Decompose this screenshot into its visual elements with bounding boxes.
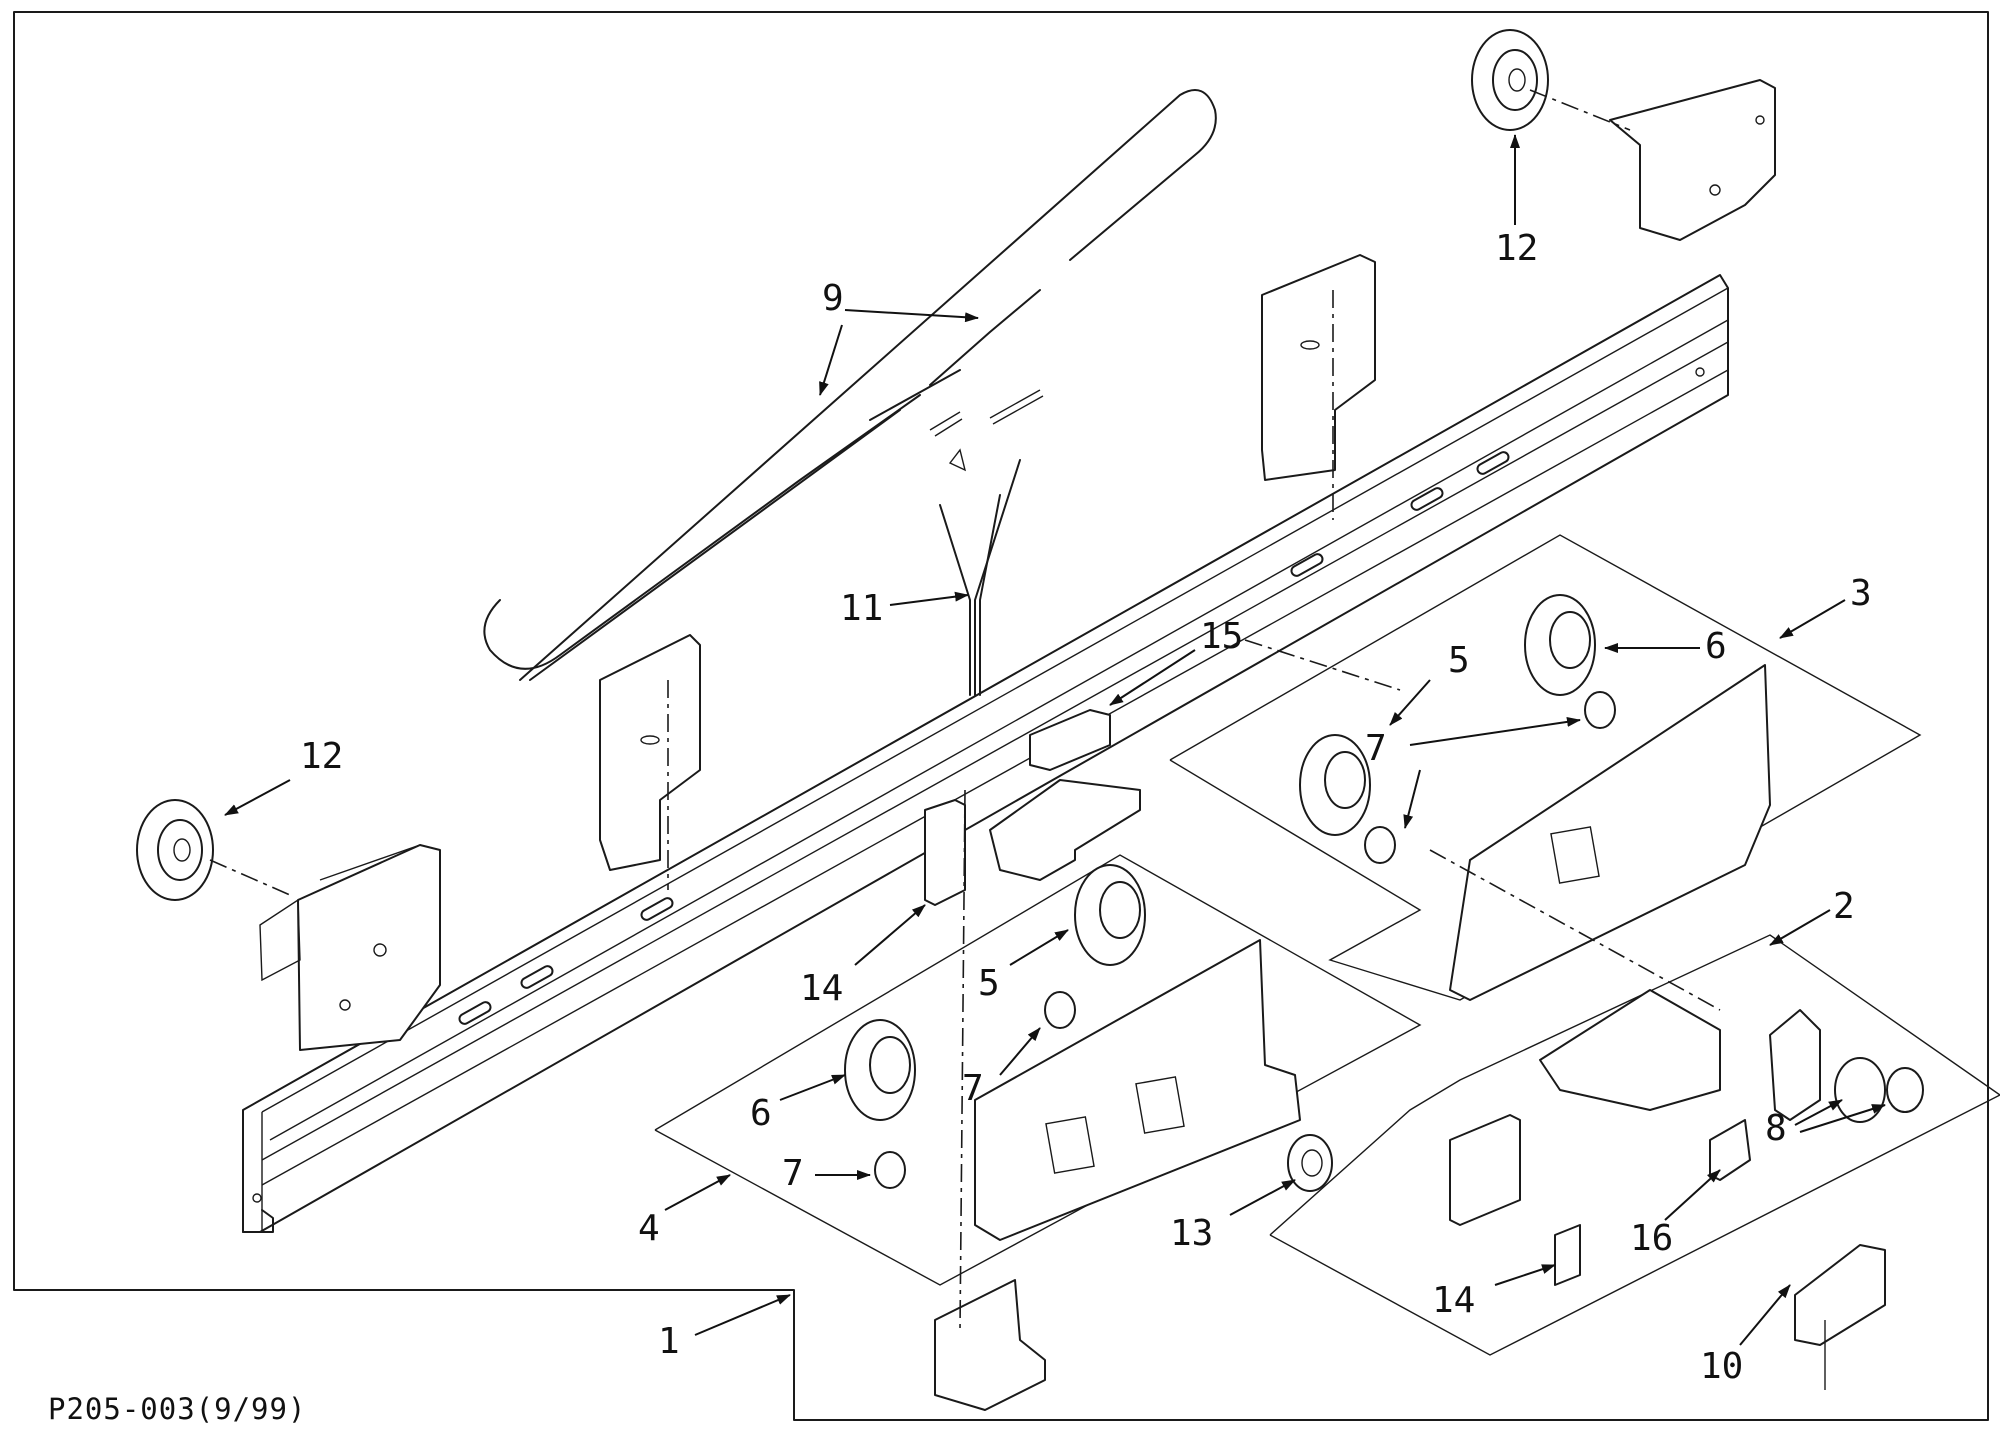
svg-text:12: 12 [1495,228,1538,269]
callout-7b: 7 [962,1027,1041,1109]
left-end-bracket [259,844,441,1051]
callout-6b: 6 [750,1074,846,1134]
hanger-bracket-left [599,634,701,871]
svg-text:12: 12 [300,736,343,777]
drawing-code: P205-003(9/99) [48,1392,307,1426]
svg-text:16: 16 [1630,1218,1673,1259]
callout-16: 16 [1630,1169,1721,1259]
hanger-assembly-3 [1169,534,1922,1001]
callout-9: 9 [819,278,979,396]
callout-4: 4 [638,1174,731,1249]
idler-pulley-left [136,799,214,901]
callout-12b: 12 [1495,134,1538,269]
cable-ends [939,459,1021,696]
switch-block [924,709,1141,906]
hanger-assembly-4 [654,854,1422,1286]
callout-14a: 14 [800,904,926,1009]
svg-text:2: 2 [1833,886,1855,927]
header-rail [242,274,1729,1233]
svg-text:1: 1 [658,1321,680,1362]
callout-15: 15 [1109,616,1243,706]
svg-text:14: 14 [800,968,843,1009]
svg-text:7: 7 [782,1153,804,1194]
svg-text:14: 14 [1432,1280,1475,1321]
roller-wheel [1287,1134,1333,1192]
callout-11: 11 [840,588,969,629]
callout-5a: 5 [1389,640,1470,726]
svg-text:6: 6 [750,1093,772,1134]
center-lines [209,89,1721,1331]
callout-5b: 5 [978,929,1069,1004]
callout-1: 1 [658,1294,791,1362]
lock-assembly-2 [1269,934,2000,1356]
callout-7a: 7 [1365,716,1581,829]
callout-14b: 14 [1432,1264,1556,1321]
callout-6a: 6 [1604,626,1727,667]
svg-text:7: 7 [962,1068,984,1109]
svg-text:15: 15 [1200,616,1243,657]
svg-text:6: 6 [1705,626,1727,667]
callout-8: 8 [1765,1099,1886,1149]
callout-7c: 7 [782,1153,871,1194]
spring-latch-10 [1794,1244,1886,1390]
right-end-bracket [1609,79,1776,241]
callout-3: 3 [1779,573,1872,639]
callout-2: 2 [1769,886,1855,946]
svg-text:3: 3 [1850,573,1872,614]
drive-cable-loop [483,89,1217,681]
svg-text:11: 11 [840,588,883,629]
callout-13: 13 [1170,1179,1296,1254]
svg-text:8: 8 [1765,1108,1787,1149]
callouts: 1 2 3 4 5 5 6 6 7 7 7 8 9 10 [224,134,1886,1387]
svg-text:13: 13 [1170,1213,1213,1254]
idler-pulley-right [1471,29,1549,131]
svg-text:5: 5 [978,963,1000,1004]
svg-text:9: 9 [822,278,844,319]
svg-text:7: 7 [1365,728,1387,769]
drawing-frame [13,11,1989,1421]
svg-text:4: 4 [638,1208,660,1249]
svg-text:5: 5 [1448,640,1470,681]
bottom-mount-bracket [934,1279,1046,1411]
callout-12a: 12 [224,736,343,816]
callout-10: 10 [1700,1284,1791,1387]
svg-text:10: 10 [1700,1346,1743,1387]
hanger-bracket-right [1261,254,1376,481]
